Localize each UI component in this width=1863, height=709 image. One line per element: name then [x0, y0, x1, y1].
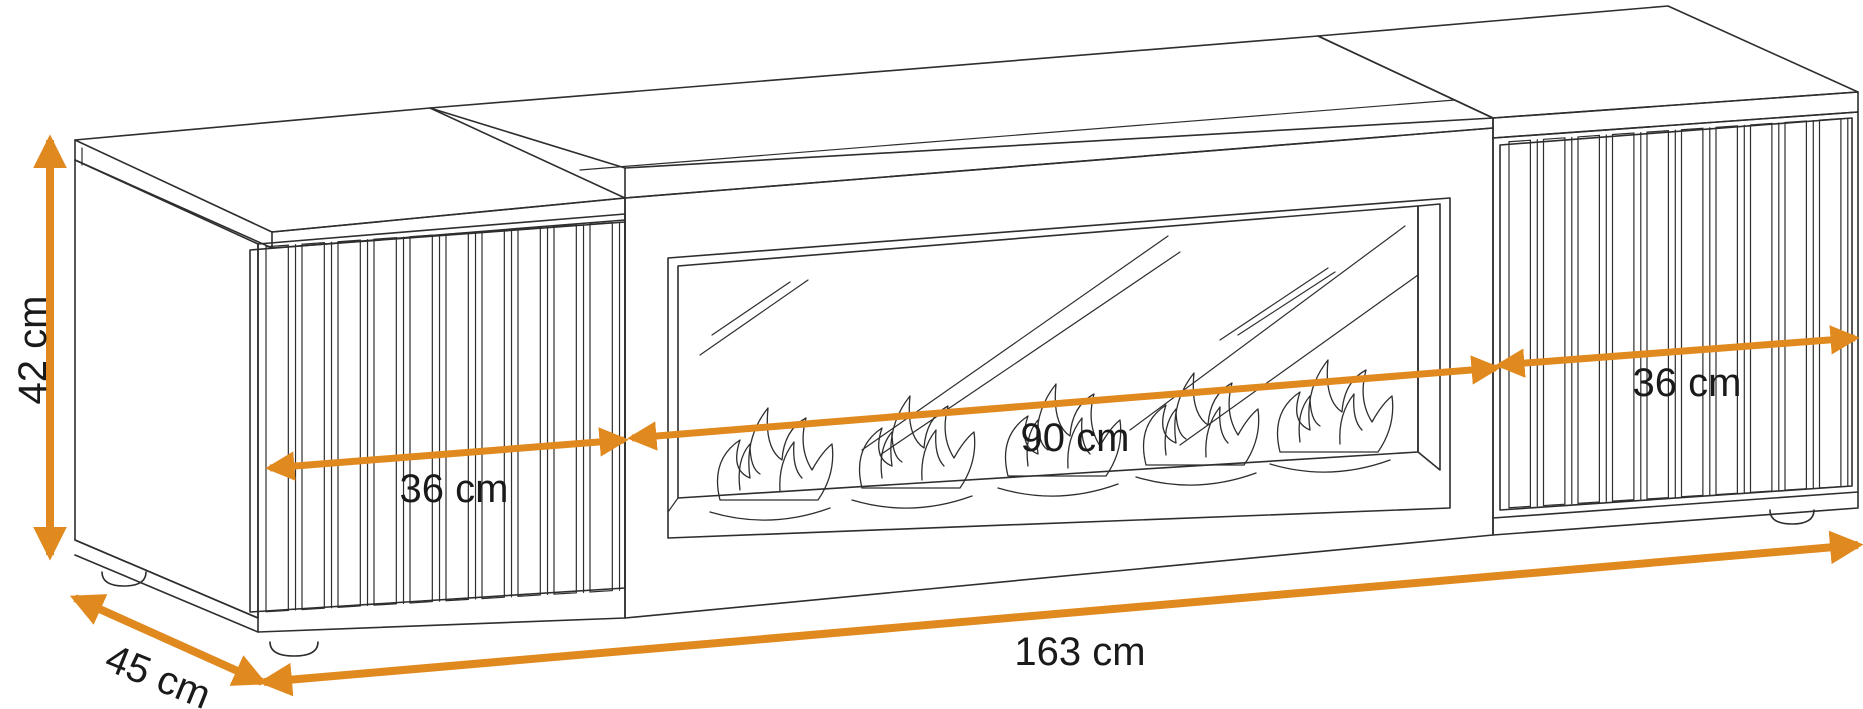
right-door-slat [1542, 137, 1566, 507]
fireplace-width-label: 90 cm [1021, 416, 1130, 460]
left-door-slat [445, 232, 469, 602]
left-door-slat [265, 244, 289, 613]
left-cabinet-width-arrow [265, 427, 629, 481]
dimension-arrows [33, 134, 1863, 697]
flame-stroke [997, 483, 1119, 497]
height-label: 42 cm [11, 296, 55, 405]
fireplace-width-arrow [627, 355, 1501, 451]
flame-stroke [709, 507, 831, 521]
right-foot [1769, 509, 1815, 525]
left-door [249, 219, 626, 613]
right-door-slat [1784, 120, 1807, 491]
right-door-slat [1749, 122, 1773, 493]
left-cabinet-width-label: 36 cm [400, 467, 509, 511]
left-door-slat [553, 224, 577, 595]
left-foot-back [101, 571, 147, 587]
left-door-slat [517, 227, 541, 597]
depth-label: 45 cm [99, 636, 216, 709]
left-plinth-edge [74, 554, 259, 633]
left-door-slat [337, 239, 361, 608]
right-cabinet-width-arrow [1495, 325, 1860, 378]
depth-arrow [69, 594, 268, 686]
left-cabinet-front [257, 213, 626, 633]
right-door-slat [1646, 129, 1669, 500]
left-door-slat [589, 222, 613, 593]
right-door-slats [1508, 117, 1849, 509]
total-width-label: 163 cm [1014, 630, 1145, 674]
flame-stroke [1269, 459, 1391, 473]
left-foot-front [269, 641, 319, 657]
left-door-slats [265, 221, 621, 613]
left-door-slat [409, 234, 433, 604]
right-base-line [1492, 491, 1859, 519]
fireplace-firebox-recess [1417, 203, 1441, 471]
right-door-slat [1508, 139, 1531, 509]
middle-unit-front [624, 127, 1494, 619]
right-cabinet-width-label: 36 cm [1633, 361, 1742, 405]
right-cabinet-top [1317, 5, 1859, 119]
middle-unit-top [429, 35, 1494, 169]
right-door [1499, 117, 1853, 511]
firebox-floor-edge [667, 497, 679, 513]
flame-stroke [1135, 472, 1257, 486]
tv-stand-outline [74, 5, 1859, 657]
flame-stroke [851, 495, 973, 509]
flame-stroke [1276, 359, 1394, 453]
right-door-slat [1577, 134, 1600, 504]
left-cabinet-top [74, 107, 626, 233]
left-door-slat [481, 229, 505, 600]
right-door-slat [1680, 127, 1704, 498]
left-cabinet-top-edge [271, 197, 626, 249]
fireplace-frame [667, 197, 1451, 539]
left-door-slat [373, 237, 397, 606]
right-door-slat [1818, 117, 1842, 489]
total-width-arrow [258, 530, 1863, 697]
glass-top-line [579, 99, 1456, 171]
right-door-slat [1715, 125, 1738, 496]
left-door-slat [301, 242, 325, 611]
right-door-slat [1611, 132, 1635, 502]
